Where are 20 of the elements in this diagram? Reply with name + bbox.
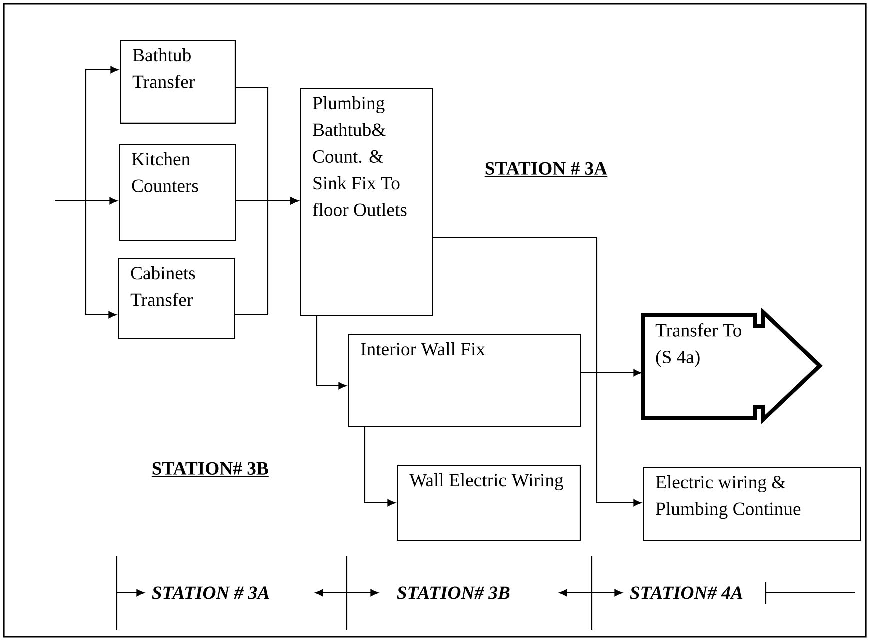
process-box: Bathtub Transfer [120, 40, 236, 124]
station-heading: STATION# 3B [152, 462, 270, 478]
station-label: STATION# 3B [397, 586, 510, 600]
arrow [364, 427, 396, 507]
arrow [581, 369, 642, 377]
arrow [433, 237, 642, 507]
arrow [235, 197, 299, 316]
arrow [55, 197, 118, 205]
transfer-arrow-box: Transfer To (S 4a) [641, 307, 823, 425]
process-box: Plumbing Bathtub& Count. & Sink Fix To floor Outlets [300, 88, 434, 316]
station-heading: STATION # 3A [484, 162, 608, 178]
process-box: Kitchen Counters [119, 144, 236, 242]
station-label: STATION # 3A [152, 586, 270, 600]
process-box: Cabinets Transfer [118, 258, 236, 340]
station-label: STATION# 4A [630, 586, 743, 600]
process-box: Electric wiring & Plumbing Continue [643, 467, 862, 542]
process-box: Wall Electric Wiring [397, 465, 582, 541]
arrow [85, 201, 117, 319]
arrow [316, 316, 347, 390]
process-box: Interior Wall Fix [348, 334, 582, 428]
